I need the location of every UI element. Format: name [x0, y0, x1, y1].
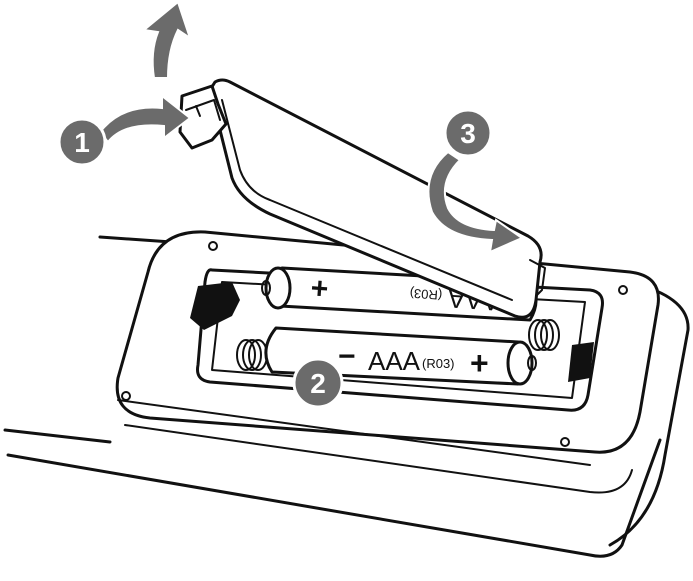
- spring-right: [528, 319, 560, 351]
- step-badge-2: 2: [292, 357, 344, 409]
- screw-hole: [208, 241, 218, 251]
- screw-hole: [121, 391, 131, 401]
- battery-cover: [178, 78, 546, 319]
- right-latch: [568, 342, 594, 382]
- battery-back-plus: +: [310, 271, 330, 305]
- step-1-label: 1: [74, 127, 90, 158]
- battery-front-type: AAA: [368, 346, 421, 376]
- battery-front-plus: +: [470, 345, 489, 381]
- battery-front-minus: −: [338, 340, 356, 373]
- arrow-lift-up: [141, 0, 192, 79]
- step-2-label: 2: [310, 368, 326, 399]
- screw-hole: [618, 285, 628, 295]
- arrow-step3: [427, 150, 525, 254]
- step-badge-3: 3: [443, 108, 493, 158]
- arrow-step1: [98, 93, 192, 144]
- battery-back-model: (R03): [409, 286, 442, 303]
- step-3-label: 3: [460, 118, 476, 149]
- step-badge-1: 1: [57, 117, 107, 167]
- battery-front-model: (R03): [422, 356, 455, 371]
- screw-hole: [560, 437, 570, 447]
- left-latch: [190, 282, 240, 330]
